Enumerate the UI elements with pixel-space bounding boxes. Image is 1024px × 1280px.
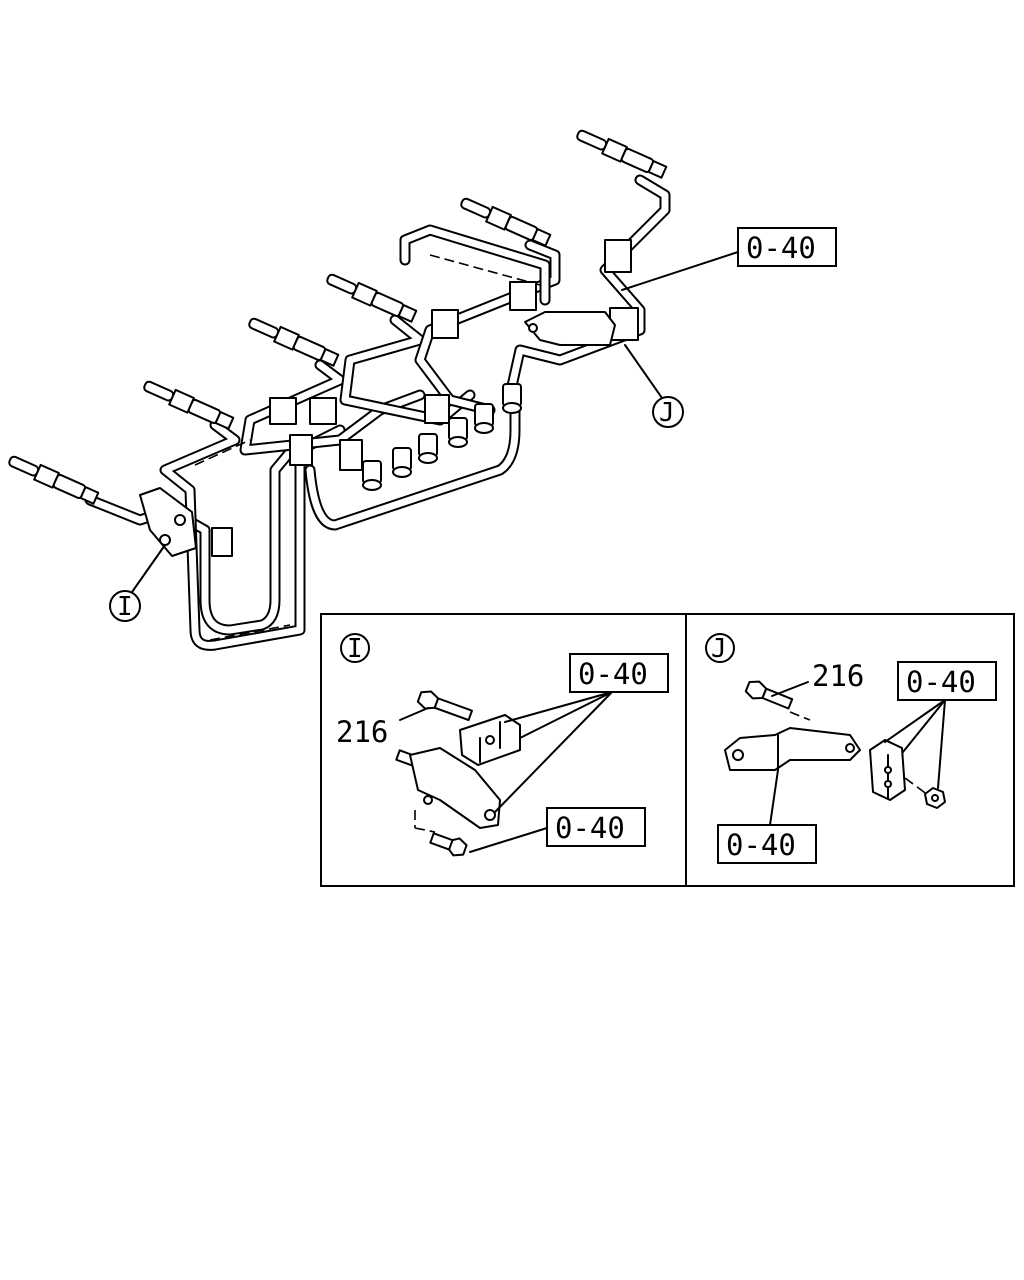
svg-text:0-40: 0-40 bbox=[906, 665, 976, 699]
detail-i-lower-bolt bbox=[429, 832, 468, 857]
main-callout-j: J bbox=[624, 344, 684, 428]
nozzle-5 bbox=[460, 197, 552, 247]
nozzle-2 bbox=[143, 380, 235, 430]
svg-text:0-40: 0-40 bbox=[578, 657, 648, 691]
main-callout-0-40: 0-40 bbox=[621, 227, 837, 291]
nozzle-6 bbox=[576, 129, 668, 179]
svg-text:I: I bbox=[117, 592, 133, 622]
detail-j-bracket bbox=[724, 727, 861, 771]
detail-j-clamp bbox=[869, 739, 906, 801]
svg-text:216: 216 bbox=[336, 715, 388, 749]
pipe-clamps bbox=[139, 239, 639, 557]
detail-panel-j: J 216 0-40 0-40 bbox=[685, 613, 1015, 887]
svg-text:J: J bbox=[711, 634, 727, 664]
detail-j-bolt bbox=[744, 680, 794, 710]
detail-i-bracket bbox=[409, 747, 501, 829]
svg-text:0-40: 0-40 bbox=[726, 828, 796, 862]
svg-text:0-40: 0-40 bbox=[746, 231, 816, 265]
nozzle-1 bbox=[8, 455, 100, 505]
detail-panel-i: I 216 0-40 bbox=[320, 613, 687, 887]
nozzle-4 bbox=[326, 273, 418, 323]
injection-nozzles bbox=[8, 129, 668, 505]
detail-i-clamp bbox=[459, 714, 521, 766]
svg-text:0-40: 0-40 bbox=[555, 811, 625, 845]
nozzle-3 bbox=[248, 317, 340, 367]
pump-outlet-fittings bbox=[362, 383, 522, 491]
injection-pipes bbox=[84, 174, 671, 651]
main-callout-i: I bbox=[109, 544, 166, 622]
svg-text:J: J bbox=[659, 398, 675, 428]
svg-text:I: I bbox=[347, 634, 363, 664]
svg-text:216: 216 bbox=[812, 659, 864, 693]
